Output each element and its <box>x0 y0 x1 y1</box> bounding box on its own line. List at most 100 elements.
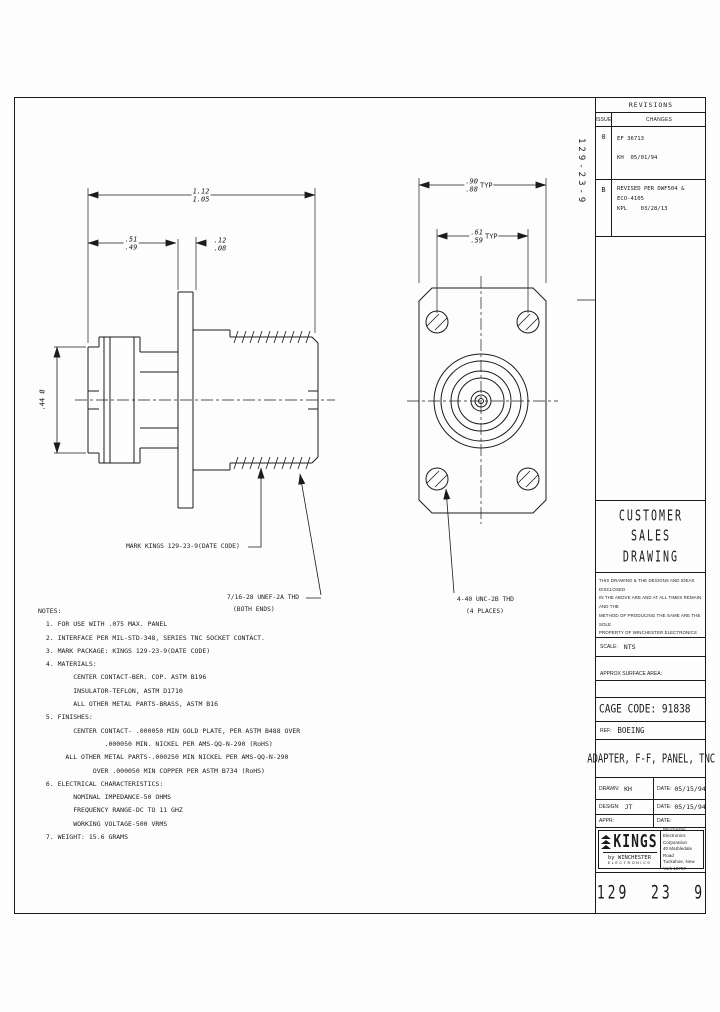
approx-surface-row: APPROX SURFACE AREA: <box>596 657 706 681</box>
drawn-date: 05/15/94 <box>674 784 706 793</box>
note-line: 1. FOR USE WITH .075 MAX. PANEL <box>38 620 168 629</box>
disclaimer-line: THIS DRAWING & THE DESIGNS AND IDEAS DIS… <box>599 578 695 592</box>
dim-flange-width: .90.88 TYP <box>464 177 494 194</box>
drawn-value: KH <box>624 784 632 793</box>
logo-by-winchester: by WINCHESTER <box>607 855 652 861</box>
thread-callout-line2: (BOTH ENDS) <box>233 606 275 613</box>
dim-value: .90 <box>465 177 478 186</box>
design-row: DESIGN: JT DATE: 05/15/94 <box>596 800 706 815</box>
mount-hole-callout-line1: 4-40 UNC-2B THD <box>457 596 514 603</box>
note-line: INSULATOR-TEFLON, ASTM D1710 <box>38 686 183 695</box>
disclaimer-line: PROPERTY OF WINCHESTER ELECTRONICS CORPO… <box>599 630 697 636</box>
note-line: 5. FINISHES: <box>38 713 93 722</box>
note-line: 7. WEIGHT: 15.6 GRAMS <box>38 833 129 842</box>
notes-block: NOTES: 1. FOR USE WITH .075 MAX. PANEL 2… <box>38 605 328 844</box>
scale-label: SCALE: <box>600 644 618 650</box>
design-value: JT <box>624 803 633 811</box>
note-line: .000050 MIN. NICKEL PER AMS-QQ-N-290 (Ro… <box>38 739 273 748</box>
drawn-row: DRAWN: KH DATE: 05/15/94 <box>596 778 706 800</box>
dim-value: .59 <box>470 236 483 244</box>
revision-change: REVISED PER DWF504 & <box>617 186 685 192</box>
logo-row: KINGS by WINCHESTER ELECTRONICS Winchest… <box>596 826 706 873</box>
dim-value: .49 <box>124 243 138 251</box>
note-line: FREQUENCY RANGE-DC TO 11 GHZ <box>38 806 183 815</box>
dim-value: .08 <box>213 244 227 252</box>
revision-issue: 0 <box>596 127 612 179</box>
dim-value: .44 Ø <box>38 389 47 411</box>
note-line: 2. INTERFACE PER MIL-STD-348, SERIES TNC… <box>38 633 265 642</box>
revision-change: KPL 03/28/13 <box>617 206 668 212</box>
revision-change: EF 36713 <box>617 136 644 142</box>
sheet-border <box>14 97 706 914</box>
dim-value: .88 <box>465 185 478 193</box>
dim-value: .61 <box>470 228 483 237</box>
drawing-number-row: 129 23 9 <box>596 873 706 913</box>
revision-row: B REVISED PER DWF504 & ECO-4105 KPL 03/2… <box>596 180 706 237</box>
revision-row: 0 EF 36713 KH 05/01/94 <box>596 127 706 180</box>
revision-change: ECO-4105 <box>617 196 644 202</box>
disclaimer-block: THIS DRAWING & THE DESIGNS AND IDEAS DIS… <box>596 573 706 638</box>
cage-code-row: CAGE CODE: 91838 <box>596 698 706 722</box>
dim-diameter: .44 Ø <box>38 388 47 412</box>
note-line: NOMINAL IMPEDANCE-50 OHMS <box>38 793 172 802</box>
drawing-number: 129 23 9 <box>596 882 706 904</box>
logo-address-line: Winchester Electronics Corporation <box>663 826 688 845</box>
revisions-empty-area <box>596 237 706 501</box>
csd-line: CUSTOMER <box>618 507 684 525</box>
disclaimer-line: IN THE ABOVE ARE AND AT ALL TIMES REMAIN… <box>599 595 702 610</box>
revisions-column-header: ISSUE CHANGES <box>596 113 706 127</box>
dim-value: .51 <box>124 235 138 244</box>
drawn-label: DRAWN: <box>599 785 620 792</box>
date-label: DATE: <box>657 818 672 824</box>
part-title-row: ADAPTER, F-F, PANEL, TNC <box>587 740 715 778</box>
dim-value: .12 <box>213 236 227 245</box>
ref-value: BOEING <box>617 726 645 735</box>
blank-row <box>596 681 706 698</box>
customer-sales-drawing: CUSTOMER SALES DRAWING <box>596 501 706 573</box>
drawing-number-vertical: 129-23-9 <box>576 138 586 206</box>
scale-row: SCALE: NTS <box>596 638 706 657</box>
approx-surface-label: APPROX SURFACE AREA: <box>600 671 662 677</box>
revisions-header: REVISIONS <box>596 97 706 113</box>
csd-line: DRAWING <box>622 548 680 566</box>
cage-code: CAGE CODE: 91838 <box>599 702 691 717</box>
dim-suffix: TYP <box>480 181 493 190</box>
date-label: DATE: <box>657 804 672 810</box>
col-issue: ISSUE <box>596 113 612 126</box>
logo-address-line: 40 Marbledale Road <box>663 846 693 858</box>
thread-callout-line1: 7/16-28 UNEF-2A THD <box>227 594 300 601</box>
note-line: ALL OTHER METAL PARTS-.000250 MIN NICKEL… <box>38 753 289 762</box>
dim-left-length: .51.49 <box>123 235 139 252</box>
kings-logo-icon <box>601 834 612 850</box>
logo-address-line: Tuckahoe, New York 10707 <box>663 859 695 871</box>
note-line: 6. ELECTRICAL CHARACTERISTICS: <box>38 779 164 788</box>
note-line: 4. MATERIALS: <box>38 660 97 669</box>
note-line: 3. MARK PACKAGE: KINGS 129-23-9(DATE COD… <box>38 646 211 655</box>
dim-value: 1.05 <box>192 195 210 203</box>
mount-hole-callout-line2: (4 PLACES) <box>466 608 504 615</box>
scale-value: NTS <box>623 643 636 651</box>
dim-value: 1.12 <box>192 187 210 196</box>
logo-electronics: ELECTRONICS <box>607 861 652 865</box>
note-line: CENTER CONTACT- .000050 MIN GOLD PLATE, … <box>38 726 301 735</box>
note-line: WORKING VOLTAGE-500 VRMS <box>38 819 168 828</box>
disclaimer-line: METHOD OF PRODUCING THE SAME ARE THE SOL… <box>599 612 701 627</box>
notes-title: NOTES: <box>38 607 62 615</box>
design-date: 05/15/94 <box>674 803 706 811</box>
appr-label: APPR: <box>599 818 615 824</box>
note-line: CENTER CONTACT-BER. COP. ASTM B196 <box>38 673 207 682</box>
ref-label: REF: <box>600 727 612 734</box>
date-label: DATE: <box>657 785 672 792</box>
csd-line: SALES <box>630 528 672 545</box>
appr-row: APPR: DATE: <box>596 815 706 828</box>
note-line: OVER .000050 MIN COPPER PER ASTM B734 (R… <box>38 766 265 775</box>
note-line: ALL OTHER METAL PARTS-BRASS, ASTM B16 <box>38 700 219 709</box>
dim-suffix: TYP <box>485 232 498 241</box>
ref-row: REF: BOEING <box>596 722 706 740</box>
revision-issue: B <box>596 180 612 236</box>
title-block: REVISIONS ISSUE CHANGES 0 EF 36713 KH 05… <box>587 97 715 913</box>
mark-callout: MARK KINGS 129-23-9(DATE CODE) <box>126 543 240 550</box>
revisions-title: REVISIONS <box>628 100 674 109</box>
